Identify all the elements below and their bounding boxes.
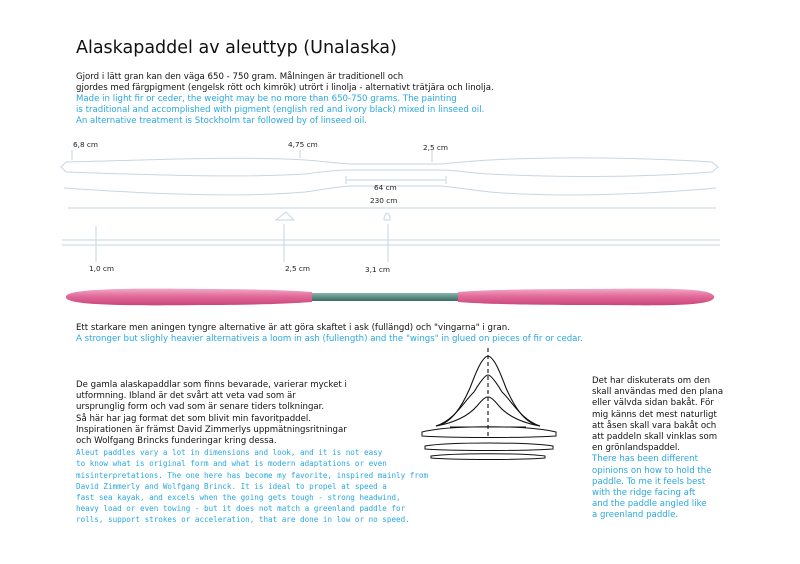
intro-sv-line-2: gjordes med färgpigment (engelsk rött oc… bbox=[76, 83, 494, 93]
cross-section-profiles bbox=[421, 426, 557, 460]
history-sv-line: Så här har jag format det som blivit min… bbox=[76, 413, 312, 424]
orientation-en-line: opinions on how to hold the bbox=[592, 465, 712, 476]
orientation-en-line: There has been different bbox=[592, 454, 698, 465]
intro-sv-line-1: Gjord i lätt gran kan den väga 650 - 750… bbox=[76, 72, 404, 82]
orientation-en-line: and the paddle angled like bbox=[592, 499, 707, 510]
alternative-en: A stronger but slighly heavier alternati… bbox=[76, 334, 583, 344]
dim-top-right: 2,5 cm bbox=[423, 143, 449, 152]
orientation-sv-line: en grönlandspaddel. bbox=[592, 443, 681, 454]
orientation-sv-line: att åsen skall vara bakåt och bbox=[592, 420, 717, 431]
paddle-loom bbox=[300, 293, 468, 301]
history-en-line: Aleut paddles vary a lot in dimensions a… bbox=[76, 448, 383, 458]
orientation-en-line: a greenland paddle. bbox=[592, 510, 679, 521]
intro-en-line-1: Made in light fir or ceder, the weight m… bbox=[76, 94, 457, 104]
intro-en-line-2: is traditional and accomplished with pig… bbox=[76, 105, 485, 115]
orientation-block: Det har diskuterats om den skall använda… bbox=[592, 376, 723, 522]
dim-top-mid: 4,75 cm bbox=[288, 140, 318, 149]
dim-bottom-left: 1,0 cm bbox=[89, 264, 115, 273]
history-en-line: to know what is original form and what i… bbox=[76, 459, 387, 469]
paddle-top-view bbox=[60, 150, 719, 209]
history-en-line: rolls, support strokes or acceleration, … bbox=[76, 515, 410, 525]
history-en-line: misinterpretations. The one here has bec… bbox=[76, 470, 429, 480]
orientation-en-line: paddle. To me it feels best bbox=[592, 476, 706, 487]
history-sv-line: ursprunglig form och vad som är senare t… bbox=[76, 402, 325, 413]
orientation-en-line: with the ridge facing aft bbox=[592, 488, 696, 499]
history-sv-line: utformning. Ibland är det svårt att veta… bbox=[76, 391, 296, 402]
dim-bottom-mid: 2,5 cm bbox=[285, 264, 311, 273]
orientation-sv-line: skall användas med den plana bbox=[592, 387, 724, 398]
orientation-sv-line: eller välvda sidan bakåt. För bbox=[592, 398, 714, 409]
history-sv-line: Inspirationen är främst David Zimmerlys … bbox=[76, 424, 347, 435]
orientation-sv-line: att paddeln skall vinklas som bbox=[592, 432, 718, 443]
intro-en-line-3: An alternative treatment is Stockholm ta… bbox=[76, 116, 367, 126]
dim-loom-length: 64 cm bbox=[374, 183, 397, 192]
dim-top-left: 6,8 cm bbox=[73, 140, 99, 149]
paddle-side-view bbox=[62, 211, 720, 262]
paddle-blade-right bbox=[458, 288, 714, 306]
history-block: De gamla alaskapaddlar som finns bevarad… bbox=[76, 380, 428, 526]
cross-section-diagram bbox=[435, 348, 541, 436]
page-title: Alaskapaddel av aleuttyp (Unalaska) bbox=[76, 38, 397, 58]
history-en-line: fast sea kayak, and excels when the goin… bbox=[76, 493, 401, 503]
dim-total-length: 230 cm bbox=[370, 196, 398, 205]
history-en-line: David Zimmerly and Wolfgang Brinck. It i… bbox=[76, 481, 387, 491]
history-sv-line: och Wolfgang Brincks funderingar kring d… bbox=[76, 436, 277, 447]
orientation-sv-line: mig känns det mest naturligt bbox=[592, 409, 717, 420]
dim-bottom-right: 3,1 cm bbox=[365, 265, 391, 274]
alternative-sv: Ett starkare men aningen tyngre alternat… bbox=[76, 323, 510, 333]
history-en-line: heavy load or even towing - but it does … bbox=[76, 504, 406, 514]
orientation-sv-line: Det har diskuterats om den bbox=[592, 376, 711, 386]
painted-paddle bbox=[66, 288, 714, 306]
paddle-blade-left bbox=[66, 288, 312, 306]
history-sv-line: De gamla alaskapaddlar som finns bevarad… bbox=[76, 380, 347, 390]
